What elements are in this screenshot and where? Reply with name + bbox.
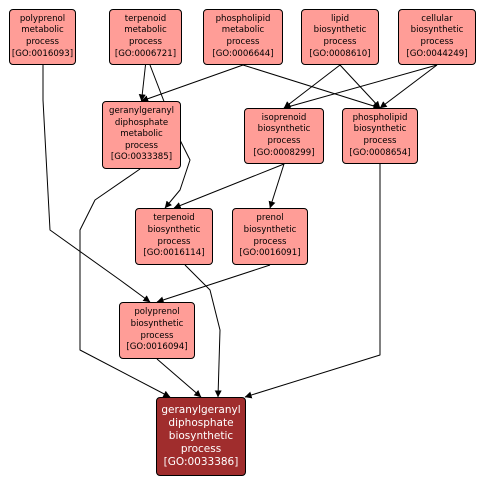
go-term-node-go0016094[interactable]: polyprenol biosynthetic process [GO:0016… — [119, 302, 195, 359]
go-term-label: geranylgeranyl diphosphate biosynthetic … — [161, 404, 241, 468]
go-term-node-go0016093[interactable]: polyprenol metabolic process [GO:0016093… — [9, 9, 76, 65]
go-term-label: prenol biosynthetic process [GO:0016091] — [239, 213, 301, 259]
go-term-label: geranylgeranyl diphosphate metabolic pro… — [109, 106, 174, 163]
go-term-node-go0016091[interactable]: prenol biosynthetic process [GO:0016091] — [232, 208, 308, 265]
go-term-node-go0008654[interactable]: phospholipid biosynthetic process [GO:00… — [342, 108, 418, 164]
edge-GO0006721-to-GO0033385 — [138, 64, 146, 102]
go-term-label: phospholipid biosynthetic process [GO:00… — [349, 112, 411, 158]
go-term-label: phospholipid metabolic process [GO:00066… — [212, 13, 274, 59]
edge-GO0044249-to-GO0008299 — [283, 64, 438, 110]
edge-GO0016114-to-GO0033386 — [184, 264, 222, 398]
go-term-label: terpenoid metabolic process [GO:0006721] — [114, 13, 177, 59]
go-term-node-go0033386[interactable]: geranylgeranyl diphosphate biosynthetic … — [156, 397, 246, 476]
go-term-node-go0006721[interactable]: terpenoid metabolic process [GO:0006721] — [109, 9, 182, 65]
go-term-node-go0016114[interactable]: terpenoid biosynthetic process [GO:00161… — [135, 208, 213, 265]
go-term-label: polyprenol metabolic process [GO:0016093… — [11, 13, 74, 59]
edge-GO0008610-to-GO0008299 — [283, 64, 341, 109]
go-term-label: terpenoid biosynthetic process [GO:00161… — [143, 213, 205, 259]
go-term-node-go0033385[interactable]: geranylgeranyl diphosphate metabolic pro… — [102, 101, 181, 169]
go-term-node-go0006644[interactable]: phospholipid metabolic process [GO:00066… — [203, 9, 283, 65]
edge-GO0008299-to-GO0016114 — [173, 163, 285, 209]
edge-GO0033385-to-GO0033386 — [79, 168, 171, 398]
edge-GO0016094-to-GO0033386 — [156, 358, 202, 398]
edge-GO0016093-to-GO0016094 — [42, 65, 151, 303]
go-term-node-go0008299[interactable]: isoprenoid biosynthetic process [GO:0008… — [244, 108, 324, 164]
go-term-label: isoprenoid biosynthetic process [GO:0008… — [253, 112, 315, 158]
go-term-label: cellular biosynthetic process [GO:004424… — [406, 13, 468, 59]
edge-GO0008654-to-GO0033386 — [244, 164, 381, 399]
edge-GO0044249-to-GO0008654 — [379, 64, 438, 109]
edge-GO0006644-to-GO0033385 — [141, 64, 244, 103]
go-term-node-go0008610[interactable]: lipid biosynthetic process [GO:0008610] — [301, 9, 379, 65]
go-term-label: polyprenol biosynthetic process [GO:0016… — [126, 307, 188, 353]
edge-GO0008299-to-GO0016091 — [268, 163, 285, 209]
edge-GO0016091-to-GO0016094 — [156, 264, 271, 304]
go-term-node-go0044249[interactable]: cellular biosynthetic process [GO:004424… — [398, 9, 476, 65]
go-term-label: lipid biosynthetic process [GO:0008610] — [309, 13, 371, 59]
